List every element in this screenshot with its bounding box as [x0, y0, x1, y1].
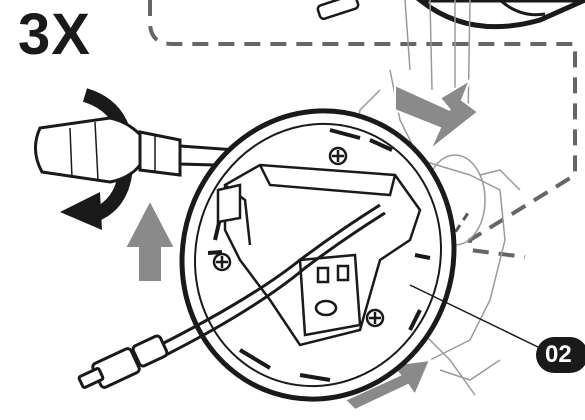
- camera-cover-outline: [415, 0, 585, 30]
- screw-left: [212, 252, 232, 272]
- dashed-guide-outline: [148, 0, 577, 259]
- usb-cable-icon: [77, 203, 386, 389]
- left-up-arrow: [123, 197, 177, 283]
- screw-top-right: [328, 146, 348, 166]
- cable-connector-top: [316, 0, 360, 21]
- screw-icon: [212, 146, 385, 328]
- repeat-count-label: 3X: [18, 2, 91, 67]
- part-callout-badge: 02: [536, 337, 585, 373]
- top-right-arrow: [394, 77, 480, 151]
- movement-arrow-icon: [123, 77, 480, 412]
- callout-leader-line: [409, 284, 541, 349]
- dashed-direction-arrow: [438, 209, 472, 256]
- screw-bottom-right: [365, 308, 385, 328]
- bottom-arrow: [343, 358, 432, 412]
